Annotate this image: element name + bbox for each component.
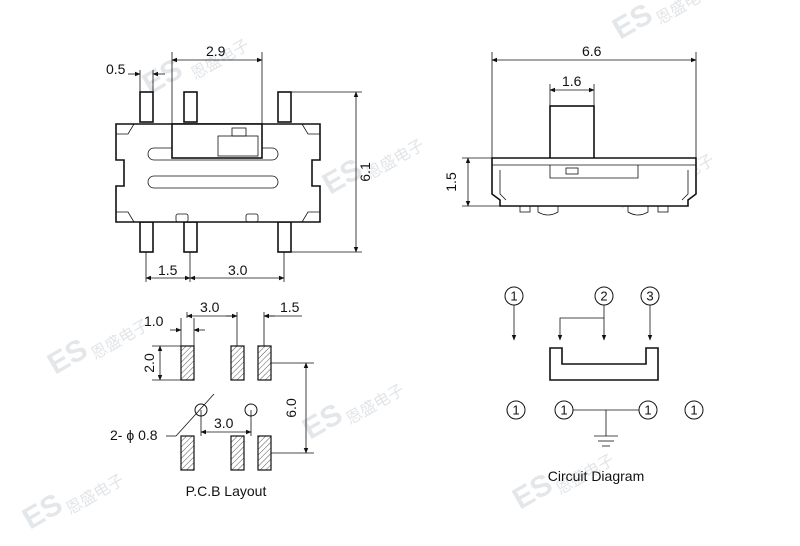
actuator xyxy=(171,123,263,159)
signal-arrow xyxy=(557,317,604,341)
dim-row-spacing: 6.0 xyxy=(283,398,299,418)
dim-leader xyxy=(175,393,215,437)
foot xyxy=(519,205,531,213)
actuator-slot xyxy=(549,165,639,179)
front-view: 6.6 1.6 1.5 xyxy=(443,43,697,216)
dim-pitch-a: 3.0 xyxy=(200,299,220,315)
dim-actuator-width: 1.6 xyxy=(562,73,582,89)
top-pin xyxy=(139,91,154,123)
pin-label: 1 xyxy=(644,403,651,418)
pin-label: 2 xyxy=(600,289,607,304)
dim-hole-pitch: 3.0 xyxy=(214,415,234,431)
actuator-tab xyxy=(231,127,247,137)
pcb-pad xyxy=(230,345,245,381)
pcb-pad xyxy=(257,345,272,381)
standoff xyxy=(175,213,189,223)
body-edge xyxy=(681,170,689,201)
top-pin xyxy=(277,91,292,123)
side-view: 0.5 2.9 6.1 1.5 3.0 xyxy=(106,43,373,282)
pin-label: 3 xyxy=(646,289,653,304)
watermark-group: ES 恩盛电子 ES 恩盛电子 ES 恩盛电子 ES 恩盛电子 ES 恩盛电子 … xyxy=(17,0,717,536)
pcb-caption: P.C.B Layout xyxy=(186,483,267,499)
watermark-logo: ES xyxy=(297,397,348,446)
watermark-text: 恩盛电子 xyxy=(653,0,717,28)
dim-pitch-b2: 3.0 xyxy=(228,262,248,278)
dim-pitch-b1: 1.5 xyxy=(158,262,178,278)
watermark-text: 恩盛电子 xyxy=(343,381,407,429)
body-edge xyxy=(499,170,507,201)
dim-pitch-top: 2.9 xyxy=(206,43,226,59)
foot xyxy=(627,206,649,216)
standoff xyxy=(245,213,259,223)
bottom-pin xyxy=(277,221,292,253)
foot xyxy=(537,206,559,216)
pin-circle xyxy=(684,400,704,420)
actuator xyxy=(549,105,595,165)
corner-tab xyxy=(301,123,320,135)
slide-slot xyxy=(147,175,279,189)
pin-label: 1 xyxy=(510,289,517,304)
pin-label: 1 xyxy=(690,403,697,418)
dim-pitch-b: 1.5 xyxy=(280,299,300,315)
circuit-diagram: 1 2 3 1 1 1 1 Circuit Diagram xyxy=(504,286,704,484)
top-pin xyxy=(183,91,198,123)
corner-tab xyxy=(116,211,135,223)
watermark-text: 恩盛电子 xyxy=(63,471,127,519)
watermark-logo: ES xyxy=(607,0,658,46)
dim-pad-width: 1.0 xyxy=(144,313,164,329)
pcb-pad xyxy=(180,345,195,381)
switch-contact xyxy=(549,347,659,381)
pcb-pad xyxy=(257,435,272,471)
pcb-layout: 1.0 3.0 1.5 2.0 6.0 3.0 2- ϕ 0.8 P.C.B L… xyxy=(110,299,314,499)
corner-tab xyxy=(116,123,135,135)
actuator-tab xyxy=(565,167,579,175)
corner-tab xyxy=(301,211,320,223)
pin-label: 1 xyxy=(560,403,567,418)
pin-circle xyxy=(506,400,526,420)
dim-body-height: 1.5 xyxy=(443,172,459,192)
bottom-pin xyxy=(183,221,198,253)
bottom-pin xyxy=(139,221,154,253)
dim-height: 6.1 xyxy=(357,162,373,182)
dim-width: 6.6 xyxy=(582,43,602,59)
watermark-logo: ES xyxy=(42,332,93,381)
circuit-caption: Circuit Diagram xyxy=(548,468,644,484)
pin-label: 1 xyxy=(512,403,519,418)
pcb-pad xyxy=(230,435,245,471)
foot xyxy=(657,205,669,213)
pcb-pad xyxy=(180,435,195,471)
dim-hole-label: 2- ϕ 0.8 xyxy=(110,427,158,443)
dim-pad-height: 2.0 xyxy=(141,353,157,373)
watermark-logo: ES xyxy=(17,487,68,536)
switch-body xyxy=(491,157,697,207)
dim-pin-width: 0.5 xyxy=(106,61,126,77)
